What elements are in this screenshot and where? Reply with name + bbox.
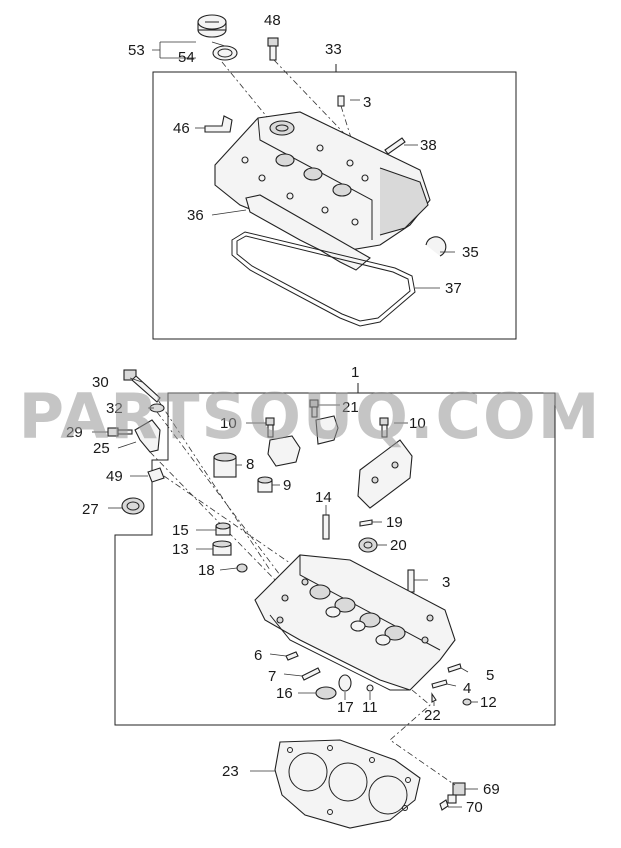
- label-19: 19: [386, 514, 403, 531]
- label-10-right: 10: [409, 415, 426, 432]
- label-27: 27: [82, 501, 99, 518]
- label-54: 54: [178, 49, 195, 66]
- pin-19: [359, 519, 373, 527]
- label-25: 25: [93, 440, 110, 457]
- camshaft-oil-seal: [121, 497, 145, 515]
- label-16: 16: [276, 685, 293, 702]
- cover-bolt: [267, 37, 279, 61]
- label-15: 15: [172, 522, 189, 539]
- bracket: [204, 115, 233, 133]
- plug-20: [358, 537, 378, 553]
- cam-cap-bolt-right: [379, 417, 389, 438]
- label-53: 53: [128, 42, 145, 59]
- pin-11: [366, 684, 374, 692]
- label-33: 33: [325, 41, 342, 58]
- stud-lower: [407, 569, 415, 593]
- label-6: 6: [254, 647, 262, 664]
- label-49: 49: [106, 468, 123, 485]
- label-9: 9: [283, 477, 291, 494]
- cover-gasket: [231, 231, 416, 327]
- ring-17: [338, 674, 352, 692]
- label-32: 32: [106, 400, 123, 417]
- label-17: 17: [337, 699, 354, 716]
- bolt-70: [439, 799, 449, 811]
- label-3-upper: 3: [363, 94, 371, 111]
- label-20: 20: [390, 537, 407, 554]
- watermark-text: PARTSOUQ.COM: [19, 380, 602, 453]
- label-70: 70: [466, 799, 483, 816]
- cam-cap-bolt-left: [265, 417, 275, 438]
- cover-group-frame: [152, 71, 517, 340]
- plug-seal: [425, 236, 447, 257]
- label-5: 5: [486, 667, 494, 684]
- spring-retainer-15: [215, 522, 231, 536]
- cap-plug: [147, 467, 165, 483]
- long-bolt: [384, 137, 406, 155]
- baffle-plate: [245, 194, 371, 271]
- label-21: 21: [342, 399, 359, 416]
- label-1: 1: [351, 364, 359, 381]
- label-37: 37: [445, 280, 462, 297]
- head-group-frame: [114, 392, 556, 726]
- label-30: 30: [92, 374, 109, 391]
- label-14: 14: [315, 489, 332, 506]
- stud-upper: [337, 95, 345, 107]
- bearing-cap-right: [357, 439, 413, 509]
- valve-6: [285, 651, 299, 661]
- label-11: 11: [362, 699, 378, 716]
- label-12: 12: [480, 694, 497, 711]
- tappet-8: [213, 452, 237, 478]
- oil-filler-cap: [197, 14, 227, 38]
- pin-22: [431, 692, 437, 703]
- valve-spring-13: [212, 540, 232, 556]
- label-29: 29: [66, 424, 83, 441]
- bearing-cap-left: [267, 435, 301, 467]
- seal-16: [315, 686, 337, 700]
- sensor-69: [447, 782, 466, 804]
- label-10-left: 10: [220, 415, 237, 432]
- nut-12: [462, 698, 472, 706]
- label-3-lower: 3: [442, 574, 450, 591]
- label-48: 48: [264, 12, 281, 29]
- label-18: 18: [198, 562, 215, 579]
- cylinder-head-cover: [214, 111, 431, 251]
- head-gasket: [274, 739, 421, 829]
- stud-5: [447, 663, 462, 673]
- cap-gasket: [212, 45, 238, 61]
- label-69: 69: [483, 781, 500, 798]
- valve-seal-18: [236, 563, 248, 573]
- label-22: 22: [424, 707, 441, 724]
- cap-bolt-21: [309, 399, 319, 418]
- cylinder-head: [254, 554, 456, 691]
- stud-4: [431, 679, 448, 689]
- label-8: 8: [246, 456, 254, 473]
- shim-9: [257, 476, 273, 493]
- valve-7: [301, 667, 321, 681]
- bearing-cap-mid: [315, 415, 339, 445]
- dowel-pin-14: [322, 514, 330, 540]
- label-35: 35: [462, 244, 479, 261]
- label-4: 4: [463, 680, 471, 697]
- label-23: 23: [222, 763, 239, 780]
- label-36: 36: [187, 207, 204, 224]
- head-bolt: [123, 369, 161, 403]
- label-38: 38: [420, 137, 437, 154]
- label-46: 46: [173, 120, 190, 137]
- engine-hanger: [134, 419, 161, 453]
- label-13: 13: [172, 541, 189, 558]
- label-7: 7: [268, 668, 276, 685]
